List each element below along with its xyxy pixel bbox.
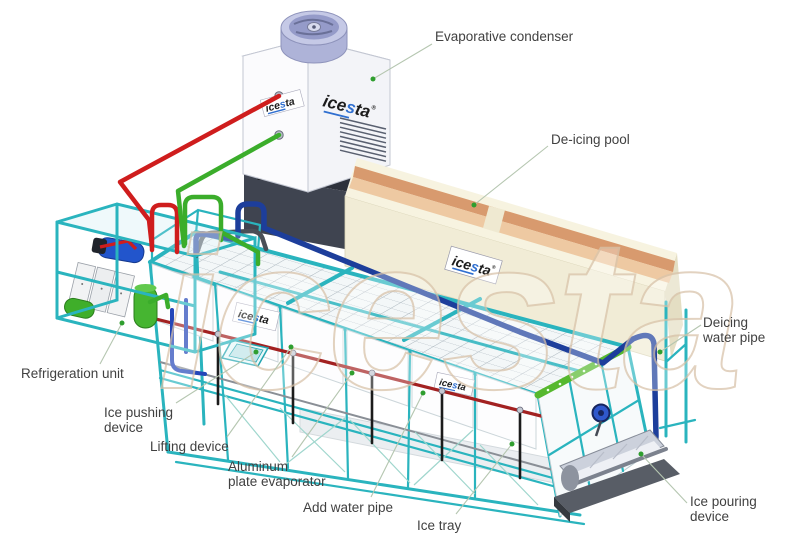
callout-dot — [471, 202, 477, 208]
label-ice-pouring-device: Ice pouring device — [690, 494, 757, 525]
green-elbow — [147, 292, 171, 310]
condenser-body — [241, 38, 391, 193]
label-deicing-water-pipe: Deicing water pipe — [703, 315, 766, 346]
callout-dot — [420, 390, 426, 396]
callout-dot — [288, 344, 294, 350]
guide-rail — [159, 361, 561, 473]
callout-dot — [349, 370, 355, 376]
evaporative-condenser: icesta icesta® — [241, 10, 400, 250]
tray-front-lip — [572, 447, 668, 486]
machine-left-rail — [148, 230, 198, 264]
fan-blades-icon — [293, 18, 334, 36]
label-refrigeration-unit: Refrigeration unit — [21, 366, 124, 381]
leader-evaporative-condenser — [372, 43, 433, 80]
unit-blue-pipes — [170, 298, 207, 376]
grid-crossbar — [286, 266, 354, 305]
leader-aluminum-plate-evaporator — [291, 372, 353, 458]
machine-bottom-rail — [166, 450, 582, 517]
label-lifting-device: Lifting device — [150, 439, 229, 454]
unit-cabinets — [67, 261, 135, 318]
green-pipe-loop — [182, 194, 224, 247]
leader-ice-tray — [455, 443, 513, 515]
callout-dot — [370, 76, 376, 82]
pouring-base — [554, 459, 680, 513]
grid-crossbar — [402, 297, 482, 342]
return-pipe-green — [175, 132, 282, 249]
leader-de-icing-pool — [473, 145, 549, 206]
leader-lifting-device — [226, 346, 292, 438]
callout-dot — [119, 320, 125, 326]
condenser-logo-right: icesta® — [321, 91, 377, 122]
unit-frame — [55, 202, 257, 354]
svg-text:icesta®: icesta® — [450, 252, 496, 279]
label-add-water-pipe: Add water pipe — [303, 500, 394, 515]
de-icing-pool: icesta® — [344, 158, 697, 444]
label-ice-tray: Ice tray — [417, 518, 462, 533]
leader-ice-pushing-device — [175, 351, 257, 404]
callout-dot — [253, 349, 259, 355]
ice-pouring-device — [554, 403, 680, 522]
leader-add-water-pipe — [370, 392, 424, 498]
condenser-vents — [339, 117, 387, 162]
callout-dot — [657, 349, 663, 355]
grid-mid-rail — [218, 270, 592, 376]
brand-watermark: icesta — [158, 193, 738, 434]
ice-pushing-device — [220, 339, 270, 367]
label-de-icing-pool: De-icing pool — [551, 132, 630, 147]
pool-logo: icesta® — [444, 245, 503, 285]
leader-deicing-water-pipe — [659, 324, 702, 353]
leader-refrigeration-unit — [99, 322, 123, 365]
condenser-fan — [280, 10, 348, 64]
red-pipe-loop — [149, 202, 180, 255]
svg-text:icesta®: icesta® — [321, 91, 377, 122]
label-aluminum-plate-evaporator: Aluminum plate evaporator — [228, 459, 326, 490]
unit-top-pane — [57, 204, 255, 256]
pouring-motor — [591, 403, 611, 437]
label-ice-pushing-device: Ice pushing device — [104, 405, 174, 436]
tray-dividers — [589, 435, 649, 469]
pool-interior-wall — [353, 166, 675, 272]
leader-ice-pouring-device — [640, 453, 688, 504]
label-evaporative-condenser: Evaporative condenser — [435, 29, 574, 44]
refrigeration-unit — [55, 202, 257, 376]
callout-dot — [509, 441, 515, 447]
pool-interior-floor — [349, 177, 673, 283]
refrigerant-pipes — [117, 93, 282, 310]
callout-dot — [638, 451, 644, 457]
tray-end-cap — [561, 465, 579, 491]
green-pipe-branch — [218, 229, 261, 267]
pool-divider — [483, 206, 505, 233]
callouts — [99, 43, 702, 515]
pool-stand — [658, 300, 697, 444]
